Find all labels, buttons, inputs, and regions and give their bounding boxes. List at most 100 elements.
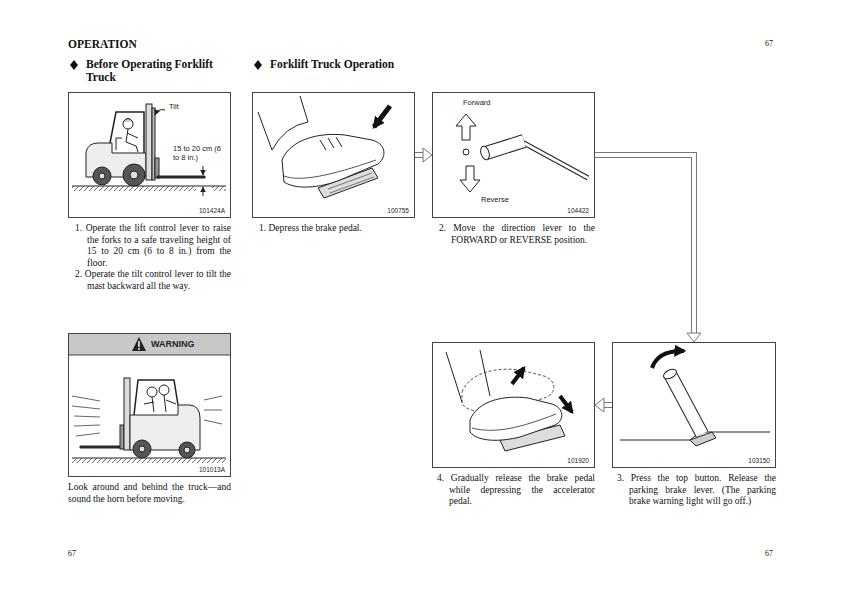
flow-arrow <box>595 155 694 333</box>
moving-forklift-figure <box>147 387 157 397</box>
page-title: OPERATION <box>68 38 137 51</box>
direction-lever-figure <box>460 166 480 192</box>
forklift-figure <box>146 104 152 180</box>
caption-text: 1. Depress the brake pedal. <box>259 223 415 235</box>
dimension-label: 15 to 20 cm (6 to 8 in.) <box>173 145 225 162</box>
forklift-figure <box>130 171 138 179</box>
caption-text: 2. Move the direction lever to the FORWA… <box>439 223 595 246</box>
moving-forklift-figure <box>159 385 169 395</box>
figure-panel: ForwardReverse1044222. Move the directio… <box>432 92 595 246</box>
figure-frame: 103150 <box>612 342 776 468</box>
caption-block: 4. Gradually release the brake pedal whi… <box>437 473 595 508</box>
flow-arrow <box>604 402 612 408</box>
figure-code: 101013A <box>199 466 225 473</box>
forklift-figure <box>93 167 111 185</box>
forklift-figure <box>126 129 138 152</box>
brake-pedal-figure <box>272 122 308 150</box>
forklift-figure <box>116 138 122 150</box>
parking-brake-figure <box>662 367 678 381</box>
warning-band <box>68 333 231 355</box>
moving-forklift-figure <box>72 396 100 436</box>
flow-arrow <box>595 398 612 412</box>
accelerator-figure <box>446 350 572 451</box>
moving-forklift-figure <box>72 458 226 463</box>
caption-text: Look around and behind the truck—and sou… <box>68 482 231 505</box>
caption-block: 3. Press the top button. Release the par… <box>617 473 776 508</box>
brake-pedal-figure <box>374 106 390 127</box>
direction-lever-figure <box>522 142 588 178</box>
warning-band <box>138 348 140 350</box>
brake-pedal-figure <box>282 134 384 187</box>
accelerator-figure <box>470 397 562 440</box>
figure-panel: 100755 1. Depress the brake pedal. <box>252 92 415 235</box>
page-number: 67 <box>68 549 76 558</box>
warning-band <box>132 337 146 351</box>
warning-band <box>68 355 231 356</box>
forklift-figure <box>123 164 145 186</box>
figure-label: Forward <box>463 99 491 108</box>
parking-brake-figure <box>670 374 702 434</box>
direction-lever-figure <box>463 149 469 155</box>
brake-pedal-figure <box>258 96 308 150</box>
figure-panel: 103150 3. Press the top button. Release t… <box>612 342 776 508</box>
moving-forklift-figure <box>124 378 130 450</box>
caption-text: 2. Operate the tilt control lever to til… <box>75 269 231 292</box>
figure-frame: 101920 <box>432 342 595 468</box>
flow-arrow <box>687 333 701 342</box>
figure-label: Reverse <box>481 196 509 205</box>
moving-forklift-figure <box>144 395 176 412</box>
brake-pedal-figure <box>320 137 342 150</box>
caption-block: Look around and behind the truck—and sou… <box>68 482 231 505</box>
figure-code: 101920 <box>567 457 589 464</box>
forklift-figure <box>123 119 133 129</box>
forklift-figure <box>157 176 205 178</box>
flow-arrow <box>595 155 694 333</box>
figure-frame: 100755 <box>252 92 415 218</box>
brake-pedal-figure <box>258 96 390 198</box>
caption-text: 4. Gradually release the brake pedal whi… <box>437 473 595 508</box>
direction-lever-figure <box>522 142 588 178</box>
flow-arrow <box>595 398 604 412</box>
page-number: 67 <box>765 39 773 48</box>
moving-forklift-figure <box>134 380 178 415</box>
forklift-figure <box>72 186 196 191</box>
moving-forklift-figure <box>80 446 120 448</box>
page-number: 67 <box>765 549 773 558</box>
forklift-figure <box>99 173 105 179</box>
direction-lever-figure <box>486 141 524 153</box>
moving-forklift-figure <box>133 440 151 458</box>
forklift-figure <box>203 187 204 196</box>
section-bullet <box>70 60 78 70</box>
figure-code: 100755 <box>387 207 409 214</box>
direction-lever-figure <box>479 145 491 161</box>
figure-panel: Tilt15 to 20 cm (6 to 8 in.)101424A1. Op… <box>68 92 231 293</box>
flow-arrow <box>415 152 423 158</box>
section-bullet <box>254 60 262 70</box>
caption-block: 2. Move the direction lever to the FORWA… <box>439 223 595 246</box>
forklift-figure <box>155 158 159 178</box>
figure-code: 101424A <box>199 207 225 214</box>
figure-frame: ForwardReverse104422 <box>432 92 595 218</box>
moving-forklift-figure <box>184 447 190 453</box>
flow-arrow <box>604 403 612 407</box>
flow-arrow <box>415 153 423 157</box>
flow-arrow <box>423 148 432 162</box>
caption-text: 1. Operate the lift control lever to rai… <box>75 223 231 269</box>
warning-band <box>138 341 140 347</box>
warning-heading: WARNING <box>151 339 195 349</box>
parking-brake-figure <box>620 351 770 446</box>
figure-code: 103150 <box>748 457 770 464</box>
caption-block: 1. Operate the lift control lever to rai… <box>75 223 231 293</box>
accelerator-figure <box>512 368 524 384</box>
direction-lever-figure <box>486 141 524 153</box>
section-heading: Before Operating Forklift Truck <box>86 58 236 84</box>
accelerator-figure <box>446 350 490 402</box>
forklift-figure <box>212 186 226 191</box>
brake-pedal-figure <box>284 160 376 178</box>
direction-lever-figure <box>456 114 476 140</box>
accelerator-figure <box>472 414 556 430</box>
